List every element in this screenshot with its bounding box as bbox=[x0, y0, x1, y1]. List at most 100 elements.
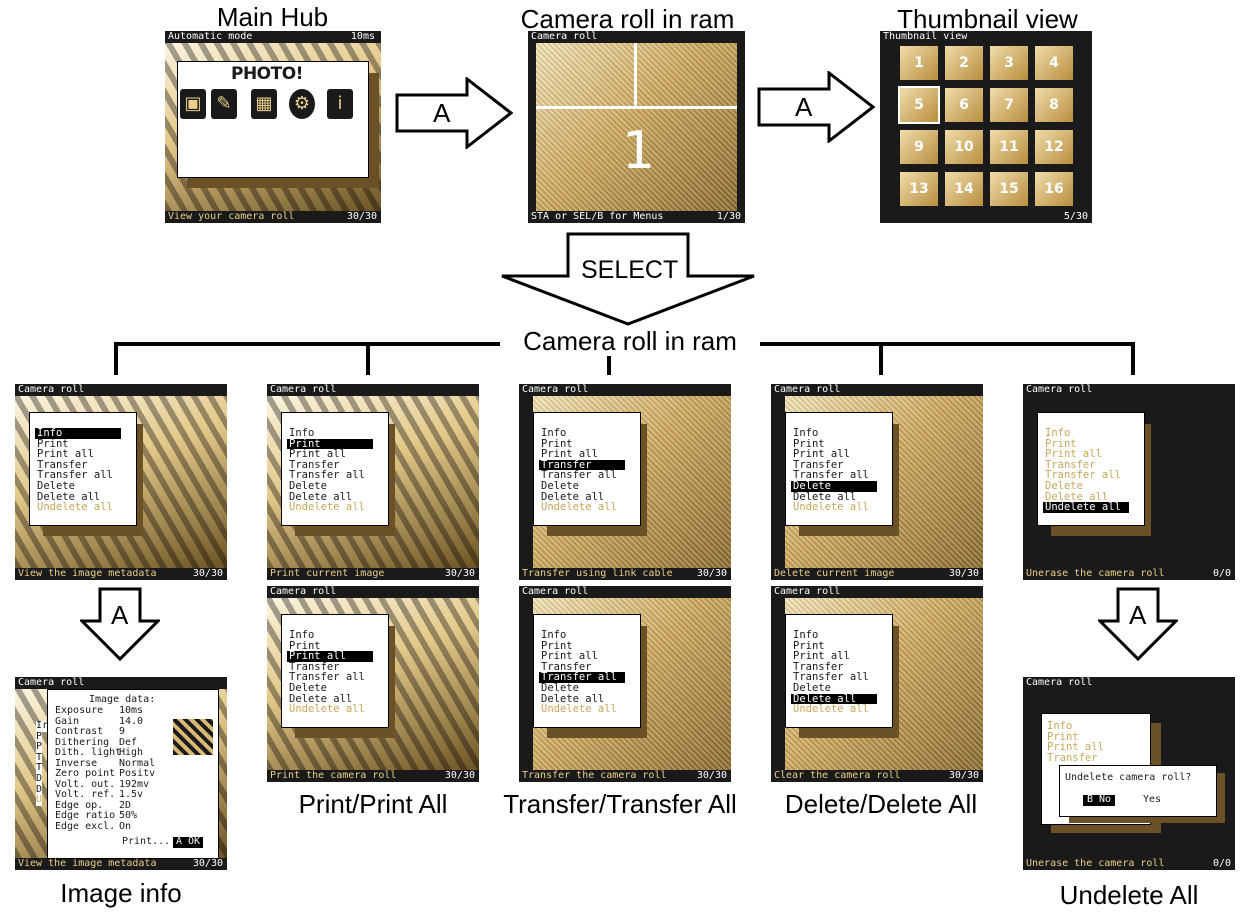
gear-icon[interactable]: ⚙ bbox=[289, 89, 315, 119]
thumbnail-cell[interactable]: 13 bbox=[900, 172, 938, 206]
chip-icon[interactable]: ▦ bbox=[251, 89, 277, 119]
menu-item-transfer-all[interactable]: Transfer all bbox=[539, 672, 625, 683]
menu-item-delete[interactable]: Delete bbox=[793, 682, 831, 694]
menu-item-delete-all[interactable]: Delete all bbox=[289, 692, 353, 705]
menu-item-info[interactable]: Info bbox=[793, 629, 819, 641]
menu-item-print[interactable]: Print bbox=[793, 639, 825, 652]
menu-item-print[interactable]: Print bbox=[793, 437, 825, 450]
menu-item-info[interactable]: Info bbox=[289, 427, 315, 439]
menu-item-info[interactable]: Info bbox=[793, 427, 819, 439]
menu-item-undelete-all[interactable]: Undelete all bbox=[541, 703, 617, 716]
menu-item-delete-all[interactable]: Delete all bbox=[289, 490, 353, 503]
thumbnail-cell[interactable]: 4 bbox=[1035, 46, 1073, 80]
menu-item-undelete-all[interactable]: Undelete all bbox=[1043, 502, 1129, 513]
menu-item-delete[interactable]: Delete bbox=[37, 480, 75, 492]
print-option[interactable]: Print... bbox=[122, 836, 171, 847]
menu-item-transfer[interactable]: Transfer bbox=[289, 458, 340, 471]
thumbnail-cell[interactable]: 3 bbox=[990, 46, 1028, 80]
menu-item-transfer[interactable]: Transfer bbox=[793, 660, 844, 673]
menu-item-info[interactable]: Info bbox=[541, 427, 567, 439]
menu-item-undelete-all[interactable]: Undelete all bbox=[37, 501, 113, 514]
thumbnail-cell[interactable]: 10 bbox=[945, 130, 983, 164]
menu-item-delete-all[interactable]: Delete all bbox=[541, 692, 605, 705]
menu-item-delete-all[interactable]: Delete all bbox=[37, 490, 101, 503]
menu-item-undelete-all[interactable]: Undelete all bbox=[541, 501, 617, 514]
menu-item-info[interactable]: Info bbox=[289, 629, 315, 641]
menu-item-transfer-all[interactable]: Transfer all bbox=[37, 469, 113, 482]
menu-item-transfer[interactable]: Transfer bbox=[539, 460, 625, 471]
menu-item-print-all[interactable]: Print all bbox=[793, 650, 850, 663]
menu-item-undelete-all[interactable]: Undelete all bbox=[289, 703, 365, 716]
menu-item-print-all[interactable]: Print all bbox=[541, 650, 598, 663]
menu-item-transfer[interactable]: Transfer bbox=[793, 458, 844, 471]
menu-item-transfer[interactable]: Transfer bbox=[37, 458, 88, 471]
menu-item-print[interactable]: Print bbox=[541, 437, 573, 450]
menu-item-transfer[interactable]: Transfer bbox=[1047, 751, 1098, 764]
menu-item-undelete-all[interactable]: Undelete all bbox=[289, 501, 365, 514]
menu-item-transfer-all[interactable]: Transfer all bbox=[1045, 469, 1121, 482]
menu-screen-title: Camera roll bbox=[1026, 384, 1093, 395]
branch-tick-3 bbox=[607, 356, 611, 375]
thumbnail-cell[interactable]: 16 bbox=[1035, 172, 1073, 206]
ok-button[interactable]: A OK bbox=[173, 836, 204, 848]
menu-item-transfer-all[interactable]: Transfer all bbox=[541, 469, 617, 482]
menu-item-print-all[interactable]: Print all bbox=[1047, 741, 1104, 754]
thumbnail-cell[interactable]: 5 bbox=[898, 86, 940, 124]
image-data-panel bbox=[47, 689, 219, 859]
menu-item-transfer-all[interactable]: Transfer all bbox=[793, 671, 869, 684]
right-arrow-icon bbox=[395, 77, 513, 149]
menu-item-info[interactable]: Info bbox=[1045, 427, 1071, 439]
thumbnail-cell[interactable]: 1 bbox=[900, 46, 938, 80]
menu-item-undelete-all[interactable]: Undelete all bbox=[793, 501, 869, 514]
menu-item-transfer-all[interactable]: Transfer all bbox=[289, 469, 365, 482]
thumbnail-cell[interactable]: 12 bbox=[1035, 130, 1073, 164]
menu-item-delete[interactable]: Delete bbox=[1045, 480, 1083, 492]
undelete-dialog bbox=[1059, 765, 1217, 817]
thumbnail-cell[interactable]: 15 bbox=[990, 172, 1028, 206]
thumbnail-cell[interactable]: 11 bbox=[990, 130, 1028, 164]
menu-item-delete[interactable]: Delete bbox=[791, 481, 877, 492]
menu-item-transfer-all[interactable]: Transfer all bbox=[289, 671, 365, 684]
info-icon[interactable]: i bbox=[327, 89, 353, 119]
menu-item-delete-all[interactable]: Delete all bbox=[793, 490, 857, 503]
thumbnail-cell[interactable]: 6 bbox=[945, 88, 983, 122]
menu-item-transfer[interactable]: Transfer bbox=[1045, 458, 1096, 471]
menu-item-transfer[interactable]: Transfer bbox=[541, 660, 592, 673]
menu-item-print[interactable]: Print bbox=[1047, 730, 1079, 743]
menu-item-delete-all[interactable]: Delete all bbox=[541, 490, 605, 503]
menu-item-transfer-all[interactable]: Transfer all bbox=[793, 469, 869, 482]
thumbnail-cell[interactable]: 8 bbox=[1035, 88, 1073, 122]
menu-item-print[interactable]: Print bbox=[289, 639, 321, 652]
print-all-label: Print/Print All bbox=[298, 789, 448, 819]
menu-item-transfer[interactable]: Transfer bbox=[289, 660, 340, 673]
thumbnail-cell[interactable]: 9 bbox=[900, 130, 938, 164]
thumbnail-cell[interactable]: 7 bbox=[990, 88, 1028, 122]
menu-item-print-all[interactable]: Print all bbox=[289, 448, 346, 461]
menu-item-print-all[interactable]: Print all bbox=[793, 448, 850, 461]
yes-button[interactable]: Yes bbox=[1143, 794, 1162, 805]
menu-item-delete-all[interactable]: Delete all bbox=[791, 693, 877, 705]
menu-item-info[interactable]: Info bbox=[35, 428, 121, 439]
menu-item-print-all[interactable]: Print all bbox=[37, 448, 94, 461]
no-button[interactable]: B No bbox=[1083, 794, 1116, 806]
menu-item-print-all[interactable]: Print all bbox=[1045, 448, 1102, 461]
menu-item-print-all[interactable]: Print all bbox=[287, 651, 373, 662]
menu-item-delete[interactable]: Delete bbox=[289, 480, 327, 492]
menu-item-delete[interactable]: Delete bbox=[541, 480, 579, 492]
menu-item-delete[interactable]: Delete bbox=[541, 682, 579, 694]
thumbnail-cell[interactable]: 2 bbox=[945, 46, 983, 80]
menu-item-delete-all[interactable]: Delete all bbox=[1045, 490, 1109, 503]
menu-item-print[interactable]: Print bbox=[1045, 437, 1077, 450]
menu-item-print-all[interactable]: Print all bbox=[541, 448, 598, 461]
menu-item-delete[interactable]: Delete bbox=[289, 682, 327, 694]
thumbnail-cell[interactable]: 14 bbox=[945, 172, 983, 206]
menu-item-print[interactable]: Print bbox=[541, 639, 573, 652]
camera-icon[interactable]: ▣ bbox=[180, 89, 206, 119]
menu-item-print[interactable]: Print bbox=[37, 437, 69, 450]
menu-item-info[interactable]: Info bbox=[1047, 720, 1073, 732]
menu-item-undelete-all[interactable]: Undelete all bbox=[793, 703, 869, 716]
menu-item-info[interactable]: Info bbox=[541, 629, 567, 641]
menu-item-print[interactable]: Print bbox=[287, 438, 373, 450]
film-roll-icon[interactable]: ✎ bbox=[211, 89, 237, 119]
